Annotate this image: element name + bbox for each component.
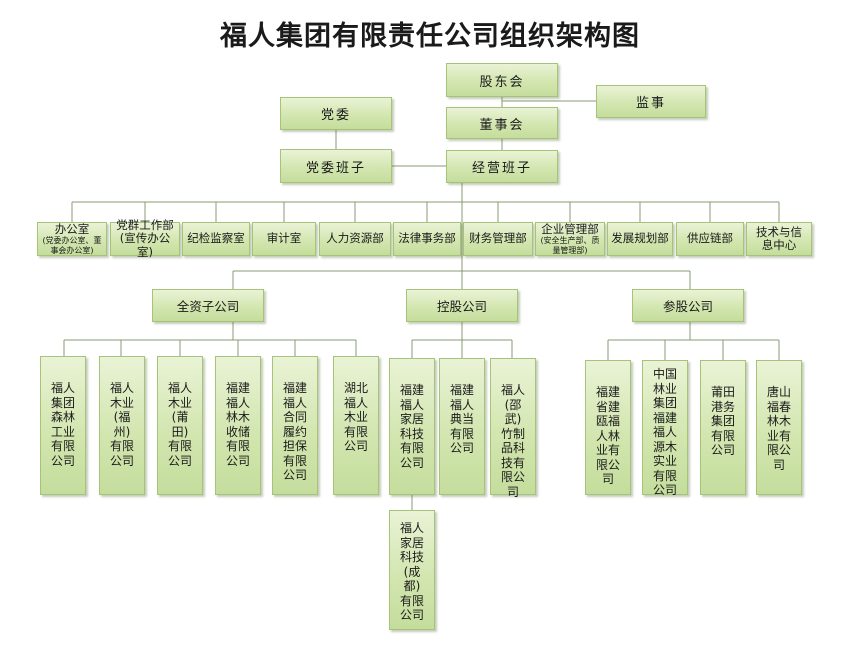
dept-name: 人力资源部 — [326, 231, 384, 246]
dept-name: 办公室 — [54, 221, 90, 236]
dept-name: 供应链部 — [687, 231, 733, 246]
company-bamboo-shaowu[interactable]: 福人(邵武)竹制品科技有限公司 — [490, 358, 536, 499]
party-committee-box[interactable]: 党委 — [280, 97, 392, 130]
company-jianou-forestry[interactable]: 福建省建瓯福人林业有限公司 — [585, 360, 631, 495]
dept-note: (安全生产部、质量管理部) — [540, 236, 600, 255]
company-contract-guarantee[interactable]: 福建福人合同履约担保有限公司 — [272, 356, 318, 495]
company-forest-industry[interactable]: 福人集团森林工业有限公司 — [40, 356, 86, 495]
company-tangshan-fuchun[interactable]: 唐山福春林木业有限公司 — [756, 360, 802, 495]
dept-name: 企业管理部 — [541, 221, 599, 236]
dept-supply-chain[interactable]: 供应链部 — [676, 222, 744, 256]
company-name: 福建省建瓯福人林业有限公司 — [595, 385, 620, 486]
company-home-tech-chengdu[interactable]: 福人家居科技(成都)有限公司 — [389, 510, 435, 630]
supervisor-box[interactable]: 监事 — [596, 85, 706, 118]
company-name: 福人(邵武)竹制品科技有限公司 — [500, 383, 525, 499]
group-wholly-owned[interactable]: 全资子公司 — [152, 289, 264, 322]
company-name: 唐山福春林木业有限公司 — [766, 385, 791, 472]
party-team-box[interactable]: 党委班子 — [280, 149, 392, 183]
dept-legal[interactable]: 法律事务部 — [393, 222, 461, 256]
dept-planning[interactable]: 发展规划部 — [607, 222, 673, 256]
company-name: 福人木业(福州)有限公司 — [109, 381, 134, 468]
dept-office[interactable]: 办公室 (党委办公室、董事会办公室) — [37, 222, 107, 256]
group-holding[interactable]: 控股公司 — [406, 289, 518, 322]
company-name: 福人家居科技(成都)有限公司 — [399, 521, 424, 622]
dept-finance[interactable]: 财务管理部 — [463, 222, 533, 256]
group-participating[interactable]: 参股公司 — [632, 289, 744, 322]
company-wood-putian[interactable]: 福人木业(莆田)有限公司 — [157, 356, 203, 495]
company-name: 中国林业集团福建福人源木实业有限公司 — [652, 367, 677, 497]
dept-tech-info[interactable]: 技术与信息中心 — [746, 222, 812, 256]
dept-hr[interactable]: 人力资源部 — [319, 222, 391, 256]
company-timber-storage[interactable]: 福建福人林木收储有限公司 — [215, 356, 261, 495]
company-putian-port[interactable]: 莆田港务集团有限公司 — [700, 360, 746, 495]
board-box[interactable]: 董事会 — [446, 107, 558, 139]
company-wood-fuzhou[interactable]: 福人木业(福州)有限公司 — [99, 356, 145, 495]
company-name: 湖北福人木业有限公司 — [343, 381, 368, 453]
company-name: 福建福人典当有限公司 — [449, 383, 474, 455]
company-name: 福建福人合同履约担保有限公司 — [282, 381, 307, 482]
dept-discipline[interactable]: 纪检监察室 — [182, 222, 250, 256]
company-hubei-wood[interactable]: 湖北福人木业有限公司 — [333, 356, 379, 495]
company-name: 福人木业(莆田)有限公司 — [167, 381, 192, 468]
company-name: 福人集团森林工业有限公司 — [50, 381, 75, 468]
management-box[interactable]: 经营班子 — [446, 150, 558, 183]
dept-note: (党委办公室、董事会办公室) — [42, 236, 102, 255]
dept-audit[interactable]: 审计室 — [252, 222, 316, 256]
company-pawn[interactable]: 福建福人典当有限公司 — [439, 358, 485, 495]
dept-name: 审计室 — [266, 231, 302, 246]
dept-name: 法律事务部 — [398, 231, 456, 246]
company-china-forestry-yuanmu[interactable]: 中国林业集团福建福人源木实业有限公司 — [642, 360, 688, 497]
dept-note: (宣传办公室) — [119, 231, 171, 259]
dept-name: 党群工作部 — [116, 218, 174, 233]
dept-name: 纪检监察室 — [187, 231, 245, 246]
company-name: 福建福人林木收储有限公司 — [225, 381, 250, 468]
company-name: 莆田港务集团有限公司 — [710, 385, 735, 457]
dept-name: 发展规划部 — [611, 231, 669, 246]
dept-name: 技术与信息中心 — [756, 224, 802, 252]
page-title: 福人集团有限责任公司组织架构图 — [220, 21, 640, 52]
dept-enterprise-mgmt[interactable]: 企业管理部 (安全生产部、质量管理部) — [535, 222, 605, 256]
company-home-tech[interactable]: 福建福人家居科技有限公司 — [389, 358, 435, 495]
company-name: 福建福人家居科技有限公司 — [399, 383, 424, 470]
dept-name: 财务管理部 — [469, 231, 527, 246]
shareholders-box[interactable]: 股东会 — [446, 63, 558, 97]
dept-party-affairs[interactable]: 党群工作部 (宣传办公室) — [110, 218, 180, 259]
